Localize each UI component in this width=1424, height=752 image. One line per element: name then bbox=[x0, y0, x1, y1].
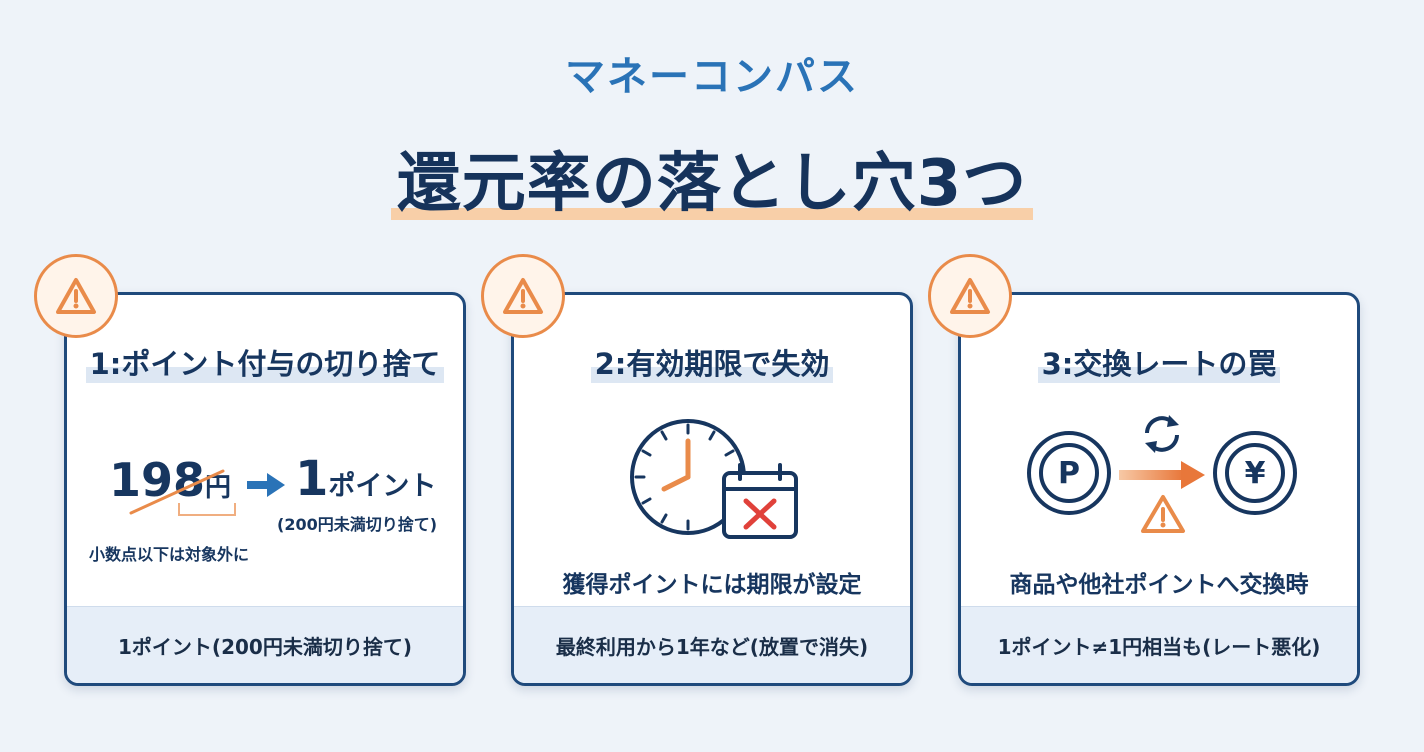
brand-logo: マネーコンパス bbox=[565, 54, 859, 100]
warning-icon bbox=[1141, 495, 1185, 533]
card-title: 2:有効期限で失効 bbox=[590, 341, 834, 383]
strike-bracket-graphic bbox=[129, 469, 236, 516]
card-footer: 1ポイント(200円未満切り捨て) bbox=[67, 606, 463, 683]
card-footer: 1ポイント≠1円相当も(レート悪化) bbox=[961, 606, 1357, 683]
card-title-wrapper: 1:ポイント付与の切り捨て bbox=[67, 341, 463, 383]
warning-badge-2 bbox=[481, 254, 565, 338]
yen-coin-inner: ¥ bbox=[1225, 443, 1285, 503]
card-expiry: 2:有効期限で失効 bbox=[511, 292, 913, 686]
clock-calendar-icon bbox=[630, 419, 798, 539]
headline-wrapper: 還元率の落とし穴3つ bbox=[0, 132, 1424, 224]
result-number: 1 bbox=[295, 451, 329, 507]
card-exchange: 3:交換レートの罠 P ¥ 商品や他社ポイントへ交換時 1ポイント≠1円相当 bbox=[958, 292, 1360, 686]
result-note: (200円未満切り捨て) bbox=[277, 515, 438, 534]
warning-icon bbox=[56, 278, 96, 314]
card-caption: 商品や他社ポイントへ交換時 bbox=[1009, 572, 1309, 598]
arrow-right-icon bbox=[247, 473, 285, 497]
point-coin-label: P bbox=[1058, 455, 1080, 491]
yen-coin-label: ¥ bbox=[1244, 455, 1266, 491]
clock-icon bbox=[630, 419, 746, 535]
card-title: 3:交換レートの罠 bbox=[1037, 341, 1281, 383]
result-unit: ポイント bbox=[328, 471, 437, 502]
point-coin-icon: P bbox=[1027, 431, 1111, 515]
warning-badge-3 bbox=[928, 254, 1012, 338]
exchange-arrow-icon bbox=[1119, 461, 1205, 489]
calendar-icon bbox=[722, 463, 798, 539]
card-title-wrapper: 3:交換レートの罠 bbox=[961, 341, 1357, 383]
refresh-icon bbox=[1145, 415, 1179, 453]
card-caption: 獲得ポイントには期限が設定 bbox=[562, 572, 862, 598]
decimal-note: 小数点以下は対象外に bbox=[89, 545, 250, 564]
warning-icon bbox=[503, 278, 543, 314]
price-number: 198 bbox=[109, 453, 206, 507]
warning-badge-1 bbox=[34, 254, 118, 338]
warning-icon bbox=[950, 278, 990, 314]
result-label: 1ポイント bbox=[295, 451, 436, 507]
card-title-wrapper: 2:有効期限で失効 bbox=[514, 341, 910, 383]
yen-coin-icon: ¥ bbox=[1213, 431, 1297, 515]
point-coin-inner: P bbox=[1039, 443, 1099, 503]
page-title: 還元率の落とし穴3つ bbox=[390, 132, 1034, 224]
card-rounding: 1:ポイント付与の切り捨て 198円 1ポイント (200円未満切り捨て) 小数… bbox=[64, 292, 466, 686]
card-footer: 最終利用から1年など(放置で消失) bbox=[514, 606, 910, 683]
price-label: 198円 bbox=[109, 453, 231, 507]
card-title: 1:ポイント付与の切り捨て bbox=[85, 341, 445, 383]
